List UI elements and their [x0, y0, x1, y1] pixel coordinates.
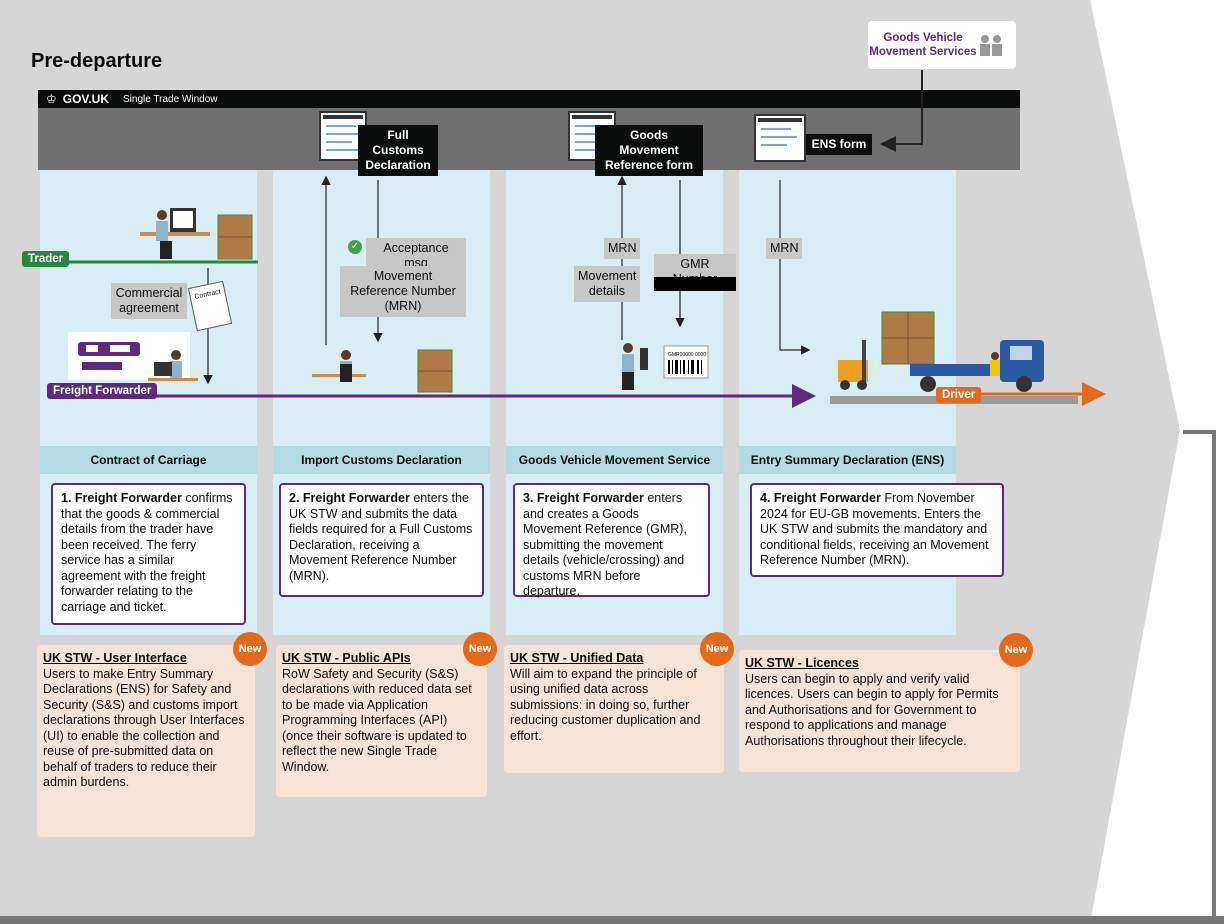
column-heading: Goods Vehicle Movement Service: [506, 446, 723, 474]
feature-text: Users to make Entry Summary Declarations…: [43, 666, 245, 790]
new-badge: New: [463, 632, 497, 666]
mrn-label-gvms: MRN: [604, 238, 640, 259]
gvms-label-line1: Goods Vehicle: [883, 32, 963, 44]
full-customs-label: Full Customs Declaration: [358, 125, 438, 176]
new-badge: New: [999, 633, 1033, 667]
movement-details-label: Movement details: [574, 266, 640, 302]
freight-forwarder-tag: Freight Forwarder: [47, 383, 158, 399]
new-badge: New: [700, 632, 734, 666]
feature-text: Will aim to expand the principle of usin…: [510, 666, 701, 743]
govuk-header-bar: ♔ GOV.UK Single Trade Window: [38, 90, 1020, 108]
step-text: confirms that the goods & commercial det…: [61, 491, 233, 614]
column-heading: Entry Summary Declaration (ENS): [739, 446, 956, 474]
govuk-brand: GOV.UK: [62, 92, 110, 106]
step-title: 2. Freight Forwarder: [289, 491, 410, 505]
step-text: enters and creates a Goods Movement Refe…: [523, 491, 687, 598]
step-title: 4. Freight Forwarder: [760, 491, 881, 505]
step-card-2: 2. Freight Forwarder enters the UK STW a…: [279, 483, 484, 597]
step-card-4: 4. Freight Forwarder From November 2024 …: [750, 483, 1004, 577]
new-badge: New: [233, 632, 267, 666]
feature-title: UK STW - Licences: [745, 656, 859, 670]
trader-tag: Trader: [22, 251, 70, 267]
trader-desk-illustration: [140, 208, 253, 260]
feature-title: UK STW - Unified Data: [510, 651, 644, 665]
mrn-long-label: Movement Reference Number (MRN): [340, 266, 466, 317]
feature-card-2: UK STW - Public APIs RoW Safety and Secu…: [276, 645, 487, 797]
ff-desk-illustration-2: [312, 349, 453, 393]
feature-card-1: UK STW - User Interface Users to make En…: [37, 645, 255, 837]
driver-tag: Driver: [936, 387, 982, 403]
column-heading: Import Customs Declaration: [273, 446, 490, 474]
gmr-form-label: Goods Movement Reference form: [595, 125, 703, 176]
service-name: Single Trade Window: [123, 93, 218, 105]
step-title: 1. Freight Forwarder: [61, 491, 182, 505]
step-text: enters the UK STW and submits the data f…: [289, 491, 473, 583]
mrn-label-ens: MRN: [766, 238, 802, 259]
page-title: Pre-departure: [31, 50, 163, 72]
commercial-agreement-label: Commercial agreement: [111, 283, 187, 319]
ff-desk-illustration-3: GMR00000 0000: [622, 343, 709, 390]
step-text: From November 2024 for EU-GB movements. …: [760, 491, 989, 567]
column-heading: Contract of Carriage: [40, 446, 257, 474]
feature-card-3: UK STW - Unified Data Will aim to expand…: [504, 645, 724, 773]
check-icon: ✓: [348, 240, 362, 254]
feature-card-4: UK STW - Licences Users can begin to app…: [739, 650, 1020, 772]
ens-form-label: ENS form: [806, 134, 872, 155]
ens-form-thumbnail: [754, 114, 806, 162]
feature-text: Users can begin to apply and verify vali…: [745, 671, 999, 748]
step-card-1: 1. Freight Forwarder confirms that the g…: [51, 483, 246, 625]
feature-title: UK STW - User Interface: [43, 651, 187, 665]
ff-desk-illustration-1: [148, 350, 198, 381]
barcode-text: GMR00000 0000: [668, 352, 706, 358]
truck-illustration: [838, 311, 1044, 392]
crown-icon: ♔: [46, 92, 57, 106]
feature-title: UK STW - Public APIs: [282, 651, 411, 665]
feature-text: RoW Safety and Security (S&S) declaratio…: [282, 666, 472, 774]
gmr-number-redacted: [654, 277, 736, 291]
gvms-label-line2: Movement Services: [869, 46, 977, 58]
people-icon: [980, 35, 1002, 56]
step-title: 3. Freight Forwarder: [523, 491, 644, 505]
gvms-box: Goods Vehicle Movement Services: [868, 21, 1016, 69]
step-card-3: 3. Freight Forwarder enters and creates …: [513, 483, 710, 598]
